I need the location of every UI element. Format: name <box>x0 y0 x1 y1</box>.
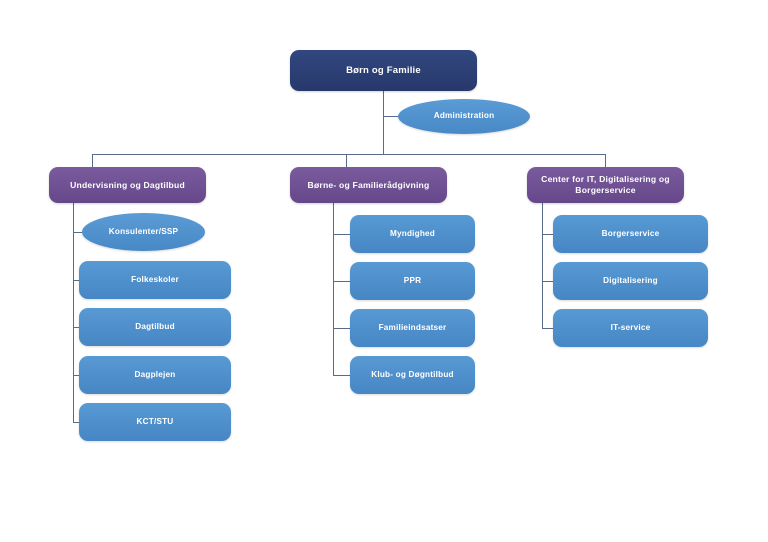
connector-trunk <box>92 154 605 155</box>
connector-stub-1-2 <box>73 327 82 328</box>
node-unit-familieindsatser[interactable]: Familieindsatser <box>350 309 475 347</box>
node-unit-digitalisering[interactable]: Digitalisering <box>553 262 708 300</box>
node-root[interactable]: Børn og Familie <box>290 50 477 91</box>
node-unit-klub-og-dogntilbud[interactable]: Klub- og Døgntilbud <box>350 356 475 394</box>
connector-spine-dept-2 <box>333 203 334 375</box>
node-administration[interactable]: Administration <box>398 99 530 134</box>
node-department-borne-og-familieraadgivning[interactable]: Børne- og Familierådgivning <box>290 167 447 203</box>
connector-stub-1-0 <box>73 232 82 233</box>
connector-stub-3-0 <box>542 234 553 235</box>
connector-spine-dept-3 <box>542 203 543 329</box>
node-unit-dagplejen[interactable]: Dagplejen <box>79 356 231 394</box>
connector-stub-3-2 <box>542 328 553 329</box>
node-staff-konsulenter-ssp[interactable]: Konsulenter/SSP <box>82 213 205 251</box>
node-unit-folkeskoler[interactable]: Folkeskoler <box>79 261 231 299</box>
node-unit-it-service[interactable]: IT-service <box>553 309 708 347</box>
connector-stub-1-4 <box>73 422 82 423</box>
node-unit-dagtilbud[interactable]: Dagtilbud <box>79 308 231 346</box>
node-department-undervisning-og-dagtilbud[interactable]: Undervisning og Dagtilbud <box>49 167 206 203</box>
connector-root-trunk <box>383 91 384 154</box>
connector-stub-3-1 <box>542 281 553 282</box>
node-unit-ppr[interactable]: PPR <box>350 262 475 300</box>
connector-stub-2-3 <box>333 375 350 376</box>
connector-stub-1-1 <box>73 280 82 281</box>
node-unit-borgerservice[interactable]: Borgerservice <box>553 215 708 253</box>
connector-trunk-dept-2 <box>346 154 347 167</box>
node-unit-myndighed[interactable]: Myndighed <box>350 215 475 253</box>
connector-trunk-dept-1 <box>92 154 93 167</box>
node-department-center-for-it-digitalisering-og-borgerservice[interactable]: Center for IT, Digitalisering og Borgers… <box>527 167 684 203</box>
connector-stub-1-3 <box>73 375 82 376</box>
node-unit-kct-stu[interactable]: KCT/STU <box>79 403 231 441</box>
connector-stub-2-2 <box>333 328 350 329</box>
connector-stub-2-1 <box>333 281 350 282</box>
connector-stub-2-0 <box>333 234 350 235</box>
connector-spine-dept-1 <box>73 203 74 422</box>
connector-trunk-dept-3 <box>605 154 606 167</box>
connector-root-administration <box>383 116 405 117</box>
